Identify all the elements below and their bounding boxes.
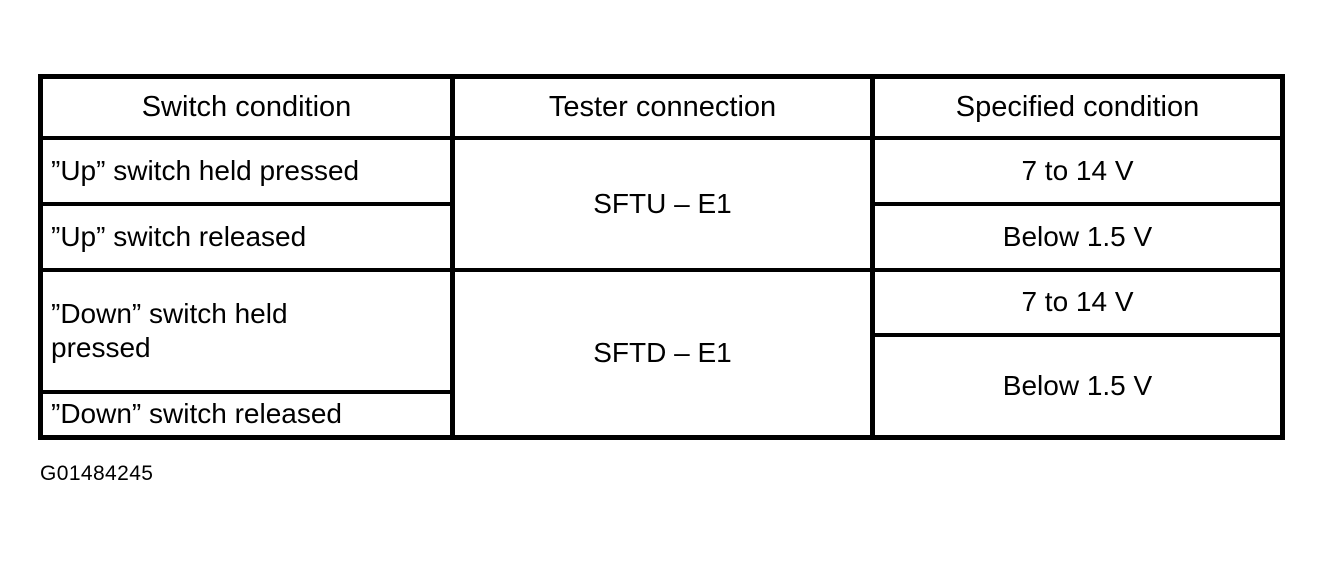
table-merged-tester-connection-sftu: SFTU – E1: [455, 140, 870, 268]
table-row-3-switch-condition: ”Down” switch held pressed: [43, 272, 450, 390]
table-row-2-switch-condition: ”Up” switch released: [43, 206, 450, 268]
table-rule-col1-col2: [450, 79, 455, 435]
table-row-1-specified-condition: 7 to 14 V: [875, 140, 1280, 202]
table-row-3-switch-condition-value: ”Down” switch held pressed: [51, 297, 288, 363]
table-merged-tester-connection-sftu-value: SFTU – E1: [593, 187, 732, 219]
column-header-tester-connection-label: Tester connection: [548, 90, 777, 123]
column-header-switch-condition: Switch condition: [43, 79, 450, 136]
table-row-1-switch-condition-value: ”Up” switch held pressed: [51, 154, 360, 186]
column-header-tester-connection: Tester connection: [455, 79, 870, 136]
column-header-specified-condition-label: Specified condition: [955, 90, 1200, 123]
table-row-2-specified-condition: Below 1.5 V: [875, 206, 1280, 268]
table-row-4-switch-condition-value: ”Down” switch released: [51, 398, 342, 430]
table-row-3-specified-condition-value: 7 to 14 V: [1021, 286, 1134, 318]
table-rule-row2-bottom: [43, 268, 1280, 272]
table-row-2-switch-condition-value: ”Up” switch released: [51, 220, 307, 252]
table-rule-row1-bottom-col3: [875, 202, 1280, 206]
table-row-2-specified-condition-value: Below 1.5 V: [1002, 220, 1153, 252]
column-header-switch-condition-label: Switch condition: [141, 90, 352, 123]
specification-table: Switch condition Tester connection Speci…: [38, 74, 1285, 440]
table-row-1-switch-condition: ”Up” switch held pressed: [43, 140, 450, 202]
table-row-4-switch-condition: ”Down” switch released: [43, 394, 450, 435]
table-row-4-specified-condition: Below 1.5 V: [875, 337, 1280, 435]
table-merged-tester-connection-sftd-value: SFTD – E1: [593, 337, 732, 369]
table-rule-header-bottom: [43, 136, 1280, 140]
table-rule-row3-bottom-col3: [875, 333, 1280, 337]
column-header-specified-condition: Specified condition: [875, 79, 1280, 136]
table-rule-row1-bottom-col1: [43, 202, 450, 206]
table-row-1-specified-condition-value: 7 to 14 V: [1021, 154, 1134, 186]
table-rule-col2-col3: [870, 79, 875, 435]
table-row-4-specified-condition-value: Below 1.5 V: [1002, 369, 1153, 401]
figure-caption: G01484245: [40, 462, 154, 485]
table-rule-row3-bottom-col1: [43, 390, 450, 394]
table-row-3-specified-condition: 7 to 14 V: [875, 272, 1280, 333]
table-merged-tester-connection-sftd: SFTD – E1: [455, 272, 870, 435]
